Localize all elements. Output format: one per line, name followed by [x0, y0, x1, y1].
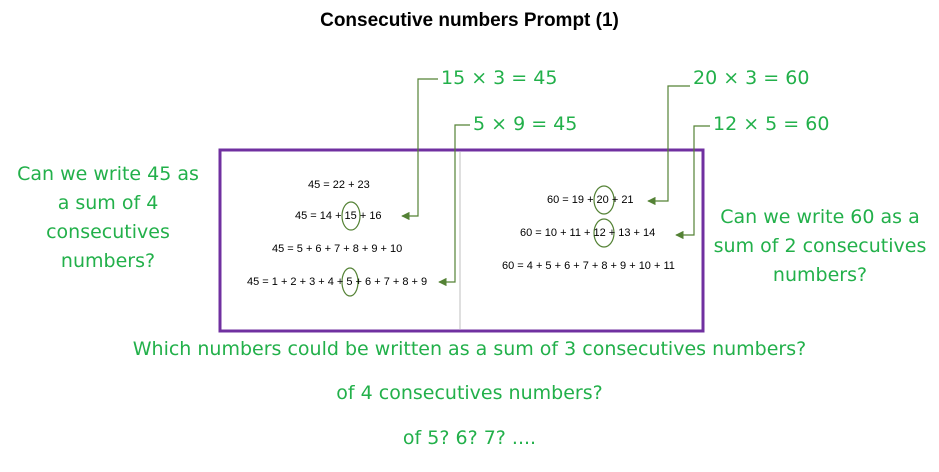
left-question-line: Can we write 45 as: [17, 163, 199, 185]
bottom-question-1: Which numbers could be written as a sum …: [132, 338, 807, 360]
right-equation: 60 = 10 + 11 + 12 + 13 + 14: [520, 227, 656, 239]
right-question: Can we write 60 as a sum of 2 consecutiv…: [708, 203, 932, 290]
right-equation: 60 = 4 + 5 + 6 + 7 + 8 + 9 + 10 + 11: [502, 260, 675, 272]
arrow-20x3: [647, 85, 690, 206]
left-equation: 45 = 1 + 2 + 3 + 4 + 5 + 6 + 7 + 8 + 9: [247, 276, 428, 288]
left-question-line: numbers?: [60, 250, 156, 272]
callout-5x9: 5 × 9 = 45: [473, 113, 578, 135]
callout-20x3: 20 × 3 = 60: [693, 67, 810, 89]
right-question-line: Can we write 60 as a: [720, 206, 920, 228]
circle-12: [593, 218, 615, 248]
page-title: Consecutive numbers Prompt (1): [320, 10, 619, 31]
callout-15x3: 15 × 3 = 45: [441, 67, 558, 89]
callout-12x5: 12 × 5 = 60: [713, 113, 830, 135]
left-equation: 45 = 14 + 15 + 16: [295, 210, 382, 222]
bottom-question-3: of 5? 6? 7? ....: [402, 427, 537, 449]
arrow-12x5: [675, 125, 710, 240]
left-question-line: consecutives: [46, 221, 170, 243]
arrow-5x9: [438, 124, 470, 287]
left-question: Can we write 45 as a sum of 4 consecutiv…: [8, 160, 208, 276]
right-equation: 60 = 19 + 20 + 21: [547, 194, 634, 206]
circle-15: [341, 201, 361, 231]
bottom-question-2: of 4 consecutives numbers?: [336, 382, 603, 404]
right-question-line: numbers?: [772, 264, 868, 286]
circle-20: [593, 185, 615, 215]
left-equation: 45 = 22 + 23: [308, 179, 370, 191]
arrow-15x3: [401, 78, 438, 221]
circle-5: [341, 267, 359, 297]
left-equation: 45 = 5 + 6 + 7 + 8 + 9 + 10: [272, 243, 403, 255]
content-frame: [218, 148, 705, 333]
left-question-line: a sum of 4: [57, 192, 159, 214]
right-question-line: sum of 2 consecutives: [713, 235, 927, 257]
